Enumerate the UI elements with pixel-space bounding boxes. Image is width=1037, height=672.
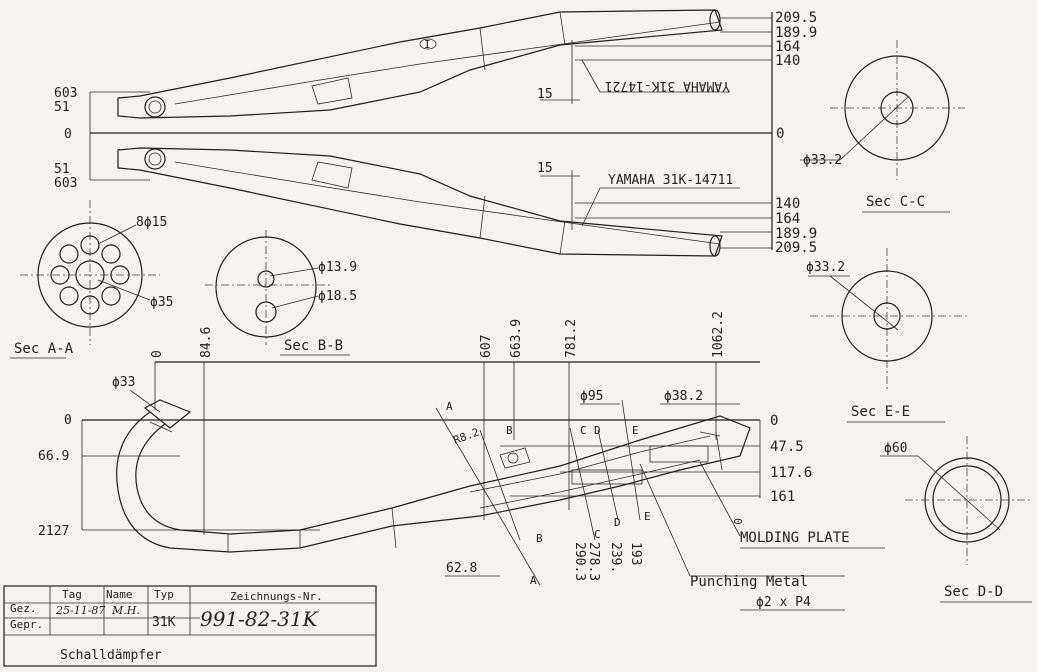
dim-164-lower: 164 xyxy=(775,211,800,227)
col-name: Name xyxy=(106,588,133,601)
cut-label-b-top: B xyxy=(506,424,513,437)
col-typ: Typ xyxy=(154,588,174,601)
row-gepr: Gepr. xyxy=(10,618,43,631)
muffler-body xyxy=(391,415,751,527)
dim-209-5-lower: 209.5 xyxy=(775,240,817,256)
dim-15-lower: 15 xyxy=(537,161,553,176)
punching-metal-spec: ϕ2 x P4 xyxy=(756,595,811,610)
dim-bottom-0: 0 xyxy=(731,518,744,525)
dim-top-0: 0 xyxy=(150,350,165,358)
dim-zero-right: 0 xyxy=(776,126,784,142)
dim-603-upper: 603 xyxy=(54,86,77,101)
date-value: 25-11-87 xyxy=(55,604,105,617)
title-block: Tag Name Typ Zeichnungs-Nr. Gez. Gepr. 2… xyxy=(3,585,377,667)
dim-zero-left: 0 xyxy=(64,127,72,142)
upper-flange xyxy=(144,96,166,118)
dim-62-8: 62.8 xyxy=(446,561,477,576)
part-name: Schalldämpfer xyxy=(60,648,162,663)
section-dd-dia: ϕ60 xyxy=(884,441,907,456)
section-b-b: ϕ13.9 ϕ18.5 Sec B-B xyxy=(205,230,357,356)
col-drawing-no: Zeichnungs-Nr. xyxy=(230,590,323,603)
dim-bottom-239: 239. xyxy=(608,542,623,573)
cut-label-a-bottom: A xyxy=(530,574,537,587)
section-ee-label: Sec E-E xyxy=(851,404,910,420)
dim-bottom-193: 193 xyxy=(628,542,643,565)
dia-38-2: ϕ38.2 xyxy=(664,389,703,404)
name-value: M.H. xyxy=(111,604,140,617)
row-gez: Gez. xyxy=(10,602,37,615)
dim-top-84-6: 84.6 xyxy=(199,327,214,358)
section-ee-dia: ϕ33.2 xyxy=(806,260,845,275)
cut-label-e-bottom: E xyxy=(644,510,651,523)
section-bb-label: Sec B-B xyxy=(284,338,343,354)
dim-right-161: 161 xyxy=(770,489,795,505)
cut-label-c-top: C xyxy=(580,424,587,437)
dim-140-upper: 140 xyxy=(775,53,800,69)
typ-value: 31K xyxy=(152,615,176,630)
top-view: I 15 15 YAMAHA 31K-14721 YAMAHA 31K-1471… xyxy=(54,9,817,257)
radius-8-2: R8.2 xyxy=(452,426,481,447)
dim-left-2127: 2127 xyxy=(38,524,69,539)
marking-text: YAMAHA 31K-14711 xyxy=(608,173,733,188)
dim-bottom-290-3: 290.3 xyxy=(572,542,587,581)
section-c-c: ϕ33.2 Sec C-C xyxy=(800,40,965,213)
dim-189-9-lower: 189.9 xyxy=(775,226,817,242)
cut-label-d-top: D xyxy=(594,424,601,437)
dim-51-lower: 51 xyxy=(54,162,70,177)
section-aa-holes: 8ϕ15 xyxy=(136,215,167,230)
lower-muffler-outline xyxy=(117,147,723,257)
col-tag: Tag xyxy=(62,588,82,601)
header-pipe xyxy=(116,411,393,553)
section-bb-dia2: ϕ18.5 xyxy=(318,289,357,304)
dia-95: ϕ95 xyxy=(580,389,603,404)
upper-muffler-outline xyxy=(117,9,723,119)
marking-mirrored: YAMAHA 31K-14721 xyxy=(605,78,730,93)
dim-bottom-278-3: 278.3 xyxy=(586,542,601,581)
dim-51-upper: 51 xyxy=(54,100,70,115)
section-cc-label: Sec C-C xyxy=(866,194,925,210)
cut-label-a-top: A xyxy=(446,400,453,413)
section-aa-label: Sec A-A xyxy=(14,341,74,357)
punching-metal-label: Punching Metal xyxy=(690,574,808,590)
dim-209-5-upper: 209.5 xyxy=(775,10,817,26)
dim-top-607: 607 xyxy=(479,335,494,358)
cut-label-c-bottom: C xyxy=(594,528,601,541)
cut-label-e-top: E xyxy=(632,424,639,437)
dim-right-117-6: 117.6 xyxy=(770,465,812,481)
section-mark-upper: I xyxy=(424,38,431,51)
lower-flange xyxy=(144,148,166,170)
section-cc-dia: ϕ33.2 xyxy=(803,153,842,168)
dim-left-66-9: 66.9 xyxy=(38,449,69,464)
inlet-dia: ϕ33 xyxy=(112,375,135,390)
dim-left-0: 0 xyxy=(64,413,72,428)
section-a-a: 8ϕ15 ϕ35 Sec A-A xyxy=(10,200,173,359)
cut-label-b-bottom: B xyxy=(536,532,543,545)
section-e-e: ϕ33.2 Sec E-E xyxy=(806,248,968,423)
dim-right-47-5: 47.5 xyxy=(770,439,804,455)
side-view: 0 84.6 607 663.9 781.2 1062.2 0 66.9 212… xyxy=(38,311,885,611)
section-aa-dia: ϕ35 xyxy=(150,295,173,310)
dim-603-lower: 603 xyxy=(54,176,77,191)
dim-189-9-upper: 189.9 xyxy=(775,25,817,41)
dim-164-upper: 164 xyxy=(775,39,800,55)
section-dd-label: Sec D-D xyxy=(944,584,1003,600)
dim-140-lower: 140 xyxy=(775,196,800,212)
dim-top-781-2: 781.2 xyxy=(564,319,579,358)
cut-label-d-bottom: D xyxy=(614,516,621,529)
dim-top-1062-2: 1062.2 xyxy=(711,311,726,358)
dim-right-0: 0 xyxy=(770,413,778,429)
section-d-d: ϕ60 Sec D-D xyxy=(880,436,1032,603)
section-bb-dia1: ϕ13.9 xyxy=(318,260,357,275)
molding-plate-label: MOLDING PLATE xyxy=(740,530,850,546)
dim-top-663-9: 663.9 xyxy=(509,319,524,358)
dim-15-upper: 15 xyxy=(537,87,553,102)
drawing-no-value: 991-82-31K xyxy=(200,607,319,631)
